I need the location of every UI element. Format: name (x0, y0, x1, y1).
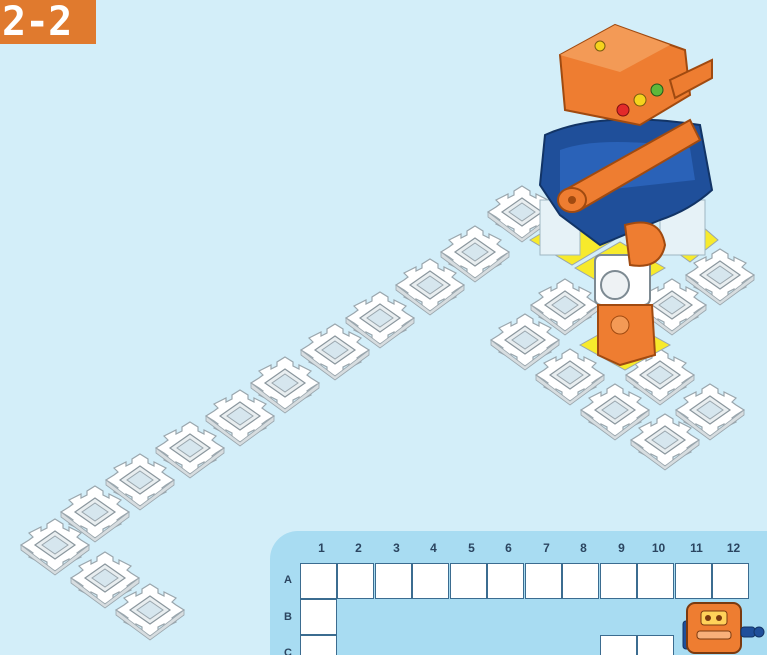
row-label: A (278, 574, 298, 586)
row-label: C (278, 647, 298, 655)
grid-cell-c1 (300, 635, 337, 655)
column-label: 11 (678, 541, 715, 555)
grid-cell-a10 (637, 563, 674, 599)
grid-cell-a2 (337, 563, 374, 599)
column-label: 6 (490, 541, 527, 555)
grid-cell-a5 (450, 563, 487, 599)
mini-robot-icon (675, 599, 767, 655)
grid-cell-a3 (375, 563, 412, 599)
grid-cell-a8 (562, 563, 599, 599)
column-label: 10 (640, 541, 677, 555)
column-label: 5 (453, 541, 490, 555)
column-label: 1 (303, 541, 340, 555)
column-label: 4 (415, 541, 452, 555)
column-label: 9 (603, 541, 640, 555)
grid-cell-a12 (712, 563, 749, 599)
grid-cell-a4 (412, 563, 449, 599)
column-label: 12 (715, 541, 752, 555)
row-label: B (278, 611, 298, 623)
track-tile (156, 422, 224, 478)
column-label: 7 (528, 541, 565, 555)
grid-cell-a11 (675, 563, 712, 599)
grid-cell-a6 (487, 563, 524, 599)
column-label: 2 (340, 541, 377, 555)
track-tile (581, 384, 649, 440)
grid-cell-c10 (637, 635, 674, 655)
grid-cell-a7 (525, 563, 562, 599)
grid-cell-c9 (600, 635, 637, 655)
track-tile (206, 390, 274, 446)
grid-cell-a9 (600, 563, 637, 599)
column-label: 3 (378, 541, 415, 555)
column-label: 8 (565, 541, 602, 555)
grid-cell-a1 (300, 563, 337, 599)
grid-cell-b1 (300, 599, 337, 635)
coordinate-grid: 1 2 3 4 5 6 7 8 9 10 11 12 A B C (270, 531, 767, 655)
